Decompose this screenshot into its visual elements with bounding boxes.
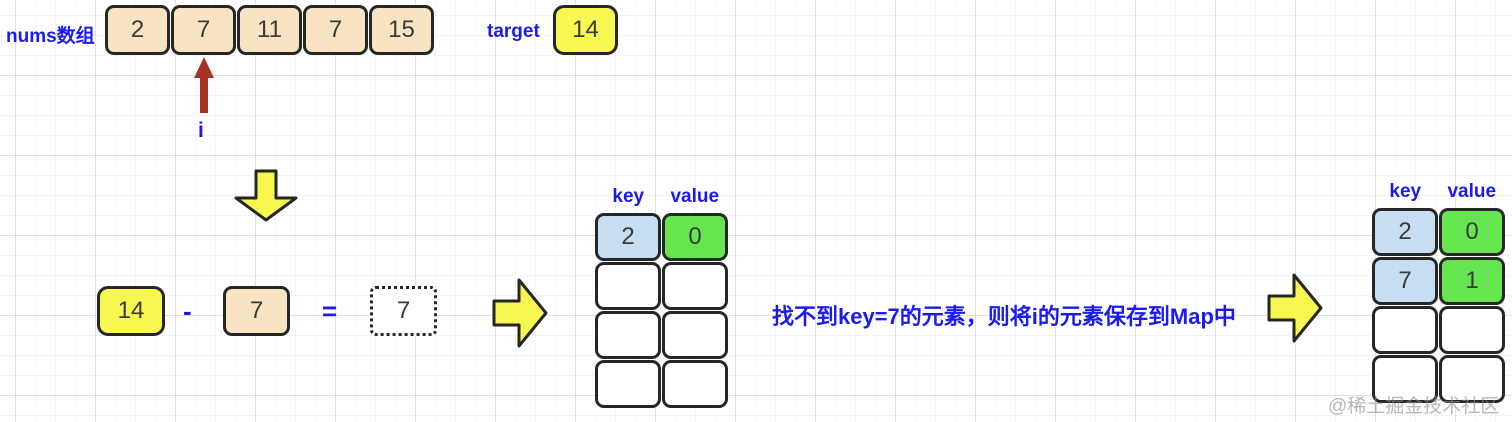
right-arrow-icon: [1267, 273, 1323, 343]
equation-subtrahend-box: 7: [223, 286, 290, 336]
equation-equals-sign: =: [322, 296, 338, 326]
key-column-header: key: [1389, 181, 1422, 202]
table-cell-value: 0: [662, 213, 728, 261]
value-column-header: value: [1447, 181, 1497, 202]
table-cell-key: 2: [595, 213, 661, 261]
map-table-after: key value 2 0 7 1: [1372, 181, 1505, 403]
map-table-after-headers: key value: [1372, 181, 1505, 203]
equation-minuend-box: 14: [97, 286, 165, 336]
index-pointer-label: i: [198, 119, 204, 142]
table-cell-value: [1439, 355, 1505, 403]
table-cell-key: [595, 262, 661, 310]
table-cell-value: [662, 360, 728, 408]
target-label: target: [487, 21, 540, 42]
table-cell-key: [1372, 355, 1438, 403]
target-value-box: 14: [553, 5, 618, 55]
map-table-before: key value 2 0: [595, 186, 728, 408]
annotation-text: 找不到key=7的元素，则将i的元素保存到Map中: [772, 304, 1236, 329]
value-column-header: value: [670, 186, 720, 207]
equation-minus-operator: -: [183, 296, 192, 326]
table-cell-value: 1: [1439, 257, 1505, 305]
nums-array: 2 7 11 7 15: [105, 5, 434, 55]
index-pointer-up-arrow-icon: [194, 57, 214, 113]
map-table-before-headers: key value: [595, 186, 728, 208]
table-cell-key: [595, 360, 661, 408]
nums-array-cell: 11: [237, 5, 302, 55]
table-cell-value: 0: [1439, 208, 1505, 256]
nums-array-label: nums数组: [6, 26, 95, 47]
table-cell-key: [1372, 306, 1438, 354]
table-cell-key: [595, 311, 661, 359]
nums-array-cell: 15: [369, 5, 434, 55]
table-cell-key: 2: [1372, 208, 1438, 256]
table-cell-key: 7: [1372, 257, 1438, 305]
watermark-text: @稀土掘金技术社区: [1328, 396, 1500, 417]
table-cell-value: [662, 262, 728, 310]
key-column-header: key: [612, 186, 645, 207]
equation-result-box: 7: [370, 286, 437, 336]
table-cell-value: [662, 311, 728, 359]
right-arrow-icon: [492, 278, 548, 348]
nums-array-cell: 7: [303, 5, 368, 55]
down-arrow-icon: [234, 169, 298, 222]
table-cell-value: [1439, 306, 1505, 354]
nums-array-cell: 2: [105, 5, 170, 55]
nums-array-cell: 7: [171, 5, 236, 55]
